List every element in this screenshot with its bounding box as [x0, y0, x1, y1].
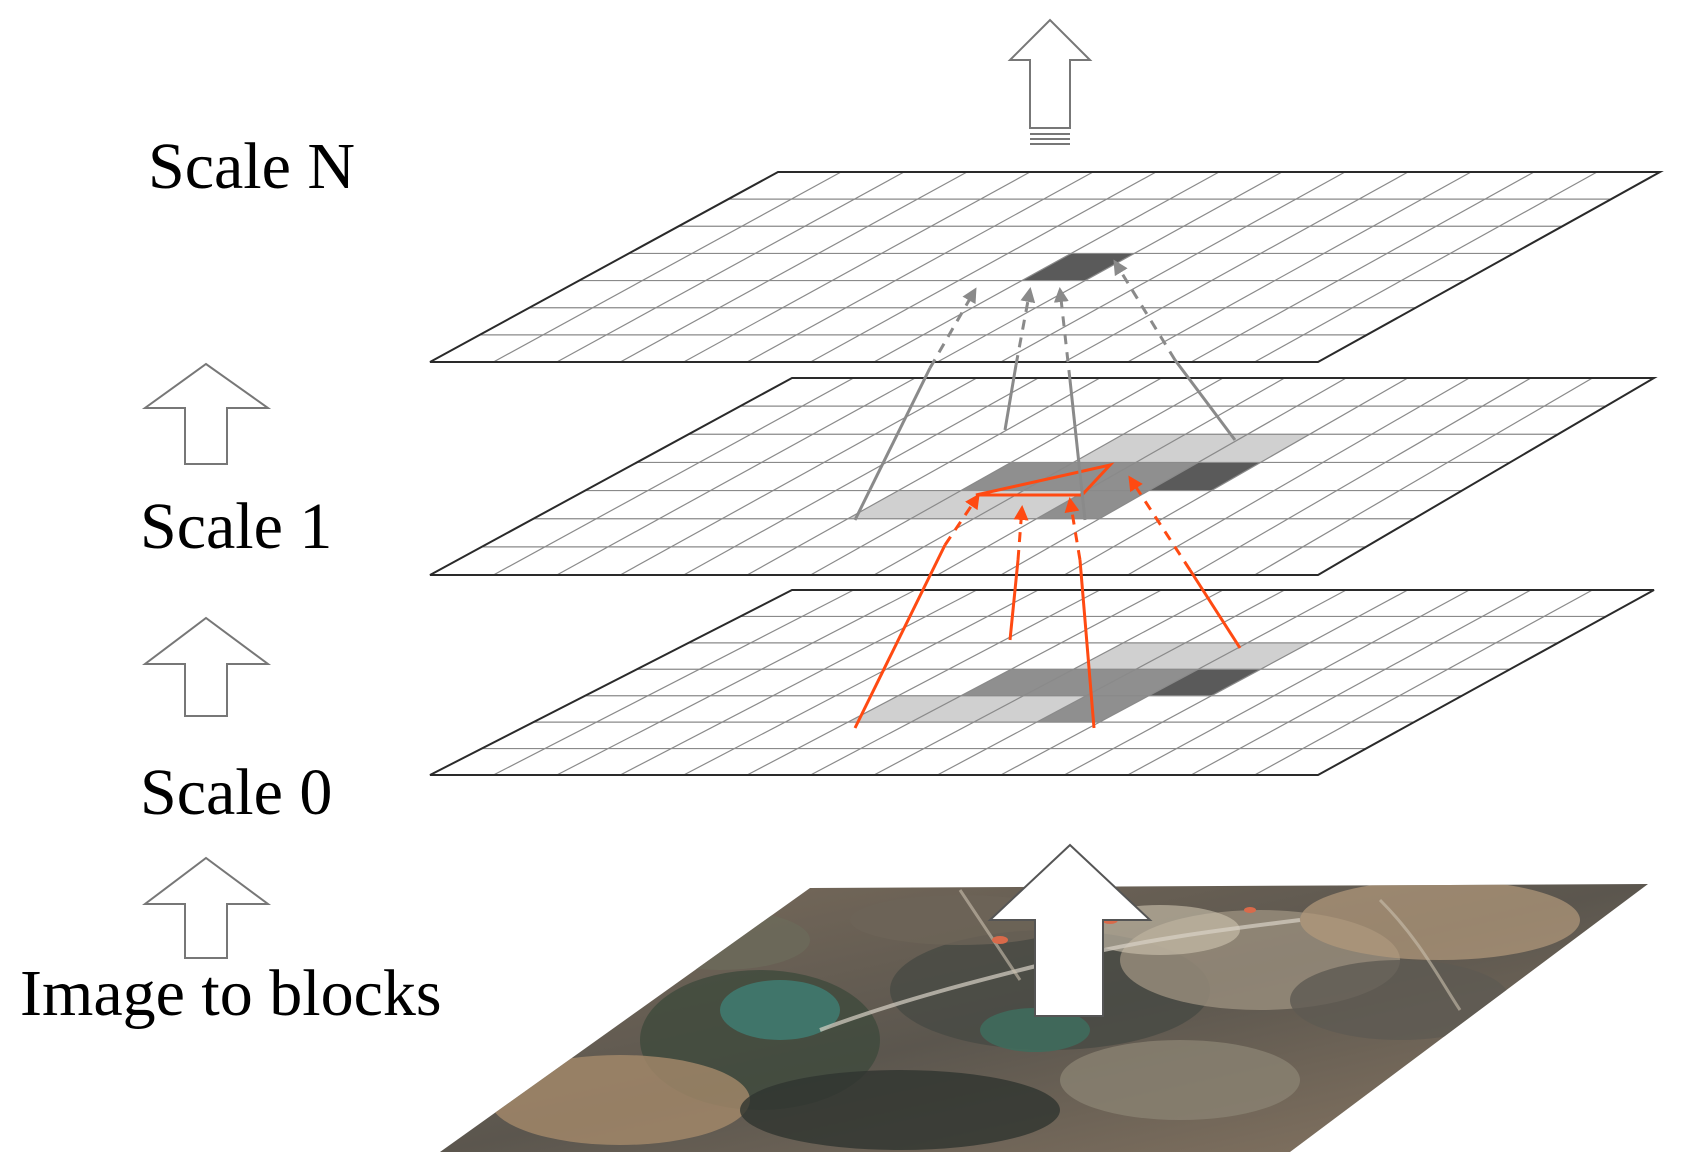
shaded-cell: [1073, 434, 1310, 463]
up-arrow-icon: [142, 616, 272, 717]
label-scale-n: Scale N: [148, 130, 355, 203]
grid-line: [683, 589, 1039, 776]
shaded-cell: [1073, 642, 1310, 670]
gray-connector-4-dashed: [1113, 259, 1177, 361]
grid-line: [683, 171, 1031, 363]
grid-line: [810, 377, 1162, 576]
gray-connector-2: [1003, 364, 1018, 431]
orange-connector-2: [1008, 559, 1020, 641]
output-arrow-icon: [1007, 18, 1093, 145]
grid-line: [873, 589, 1224, 776]
grid-line: [1254, 377, 1593, 576]
grid-line: [810, 171, 1157, 363]
orange-connectors: [853, 462, 1242, 729]
grid-line: [937, 589, 1285, 776]
grid-line: [873, 377, 1224, 576]
grid-line: [937, 377, 1285, 576]
grid-line: [1127, 589, 1470, 776]
grid-line: [1127, 171, 1472, 363]
grid-border: [429, 377, 1658, 576]
shaded-cell: [960, 669, 1199, 696]
grid-line: [1190, 377, 1532, 576]
grid-border: [429, 589, 1655, 776]
grid-line: [493, 171, 842, 363]
grid-border: [429, 171, 1664, 363]
gray-connector-1-dashed: [928, 287, 977, 369]
grid-line: [937, 171, 1283, 363]
gray-connector-4: [1173, 359, 1237, 441]
grid-line: [873, 171, 1220, 363]
grid-line: [493, 377, 854, 576]
grid-line: [1000, 589, 1347, 776]
gray-connector-3: [1068, 379, 1087, 521]
grid-line: [1063, 171, 1409, 363]
orange-connector-2-dashed: [1013, 505, 1029, 561]
grid-line: [1254, 171, 1598, 363]
gray-connector-1: [853, 367, 932, 521]
grid-line: [1000, 377, 1347, 576]
grid-line: [556, 589, 916, 776]
grid-scale-0: [429, 589, 1655, 776]
grid-line: [1127, 377, 1470, 576]
gray-connectors: [853, 259, 1237, 521]
grid-line: [619, 171, 968, 363]
orange-connector-3: [1078, 559, 1096, 729]
shaded-cell: [1148, 669, 1261, 696]
grid-line: [620, 589, 977, 776]
grid-line: [1254, 589, 1593, 776]
grid-scale-n: [429, 171, 1664, 363]
up-arrow-icon: [987, 843, 1153, 1017]
orange-connector-4-dashed: [1128, 475, 1192, 571]
label-scale-0: Scale 0: [140, 756, 332, 829]
grid-plane: [430, 172, 1660, 362]
orange-connector-1-dashed: [943, 493, 980, 546]
orange-connector-4: [1188, 569, 1242, 649]
grid-line: [556, 171, 905, 363]
gray-connector-2-dashed: [1014, 287, 1036, 366]
grid-line: [746, 377, 1101, 576]
grid-line: [1000, 171, 1346, 363]
shaded-cell: [1148, 462, 1261, 491]
label-image-to-blocks: Image to blocks: [20, 957, 442, 1030]
grid-line: [1063, 377, 1409, 576]
orange-connector-1: [853, 544, 947, 729]
grid-line: [619, 377, 978, 576]
grid-line: [556, 377, 916, 576]
grid-line: [746, 589, 1101, 776]
grid-line: [683, 377, 1039, 576]
shaded-cell: [847, 695, 1087, 723]
grid-line: [493, 589, 854, 776]
label-scale-1: Scale 1: [140, 490, 332, 563]
shaded-cell: [1021, 253, 1135, 281]
grid-line: [1190, 589, 1532, 776]
up-arrow-icon: [141, 362, 272, 465]
grid-line: [810, 589, 1162, 776]
grid-line: [1064, 589, 1408, 776]
grid-line: [746, 171, 1094, 363]
grid-line: [1190, 171, 1535, 363]
gray-connector-3-dashed: [1053, 287, 1072, 381]
grid-scale-1: [429, 377, 1658, 576]
up-arrow-icon: [142, 856, 272, 959]
